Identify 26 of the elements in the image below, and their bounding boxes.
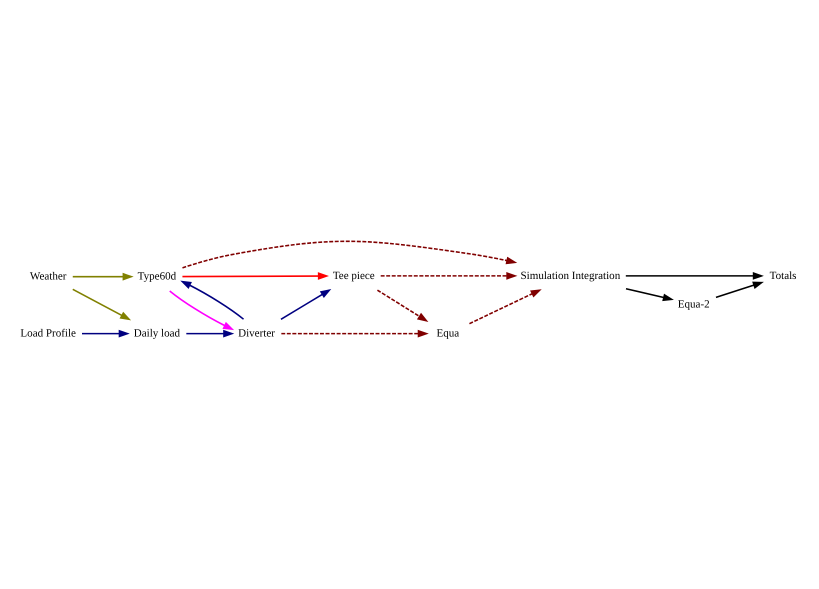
arrow	[626, 272, 764, 280]
arrow	[82, 330, 130, 338]
node-text: Totals	[770, 270, 796, 282]
arrow	[716, 282, 764, 298]
node-text: Equa	[436, 328, 460, 340]
arrow	[281, 330, 429, 338]
node-text: Diverter	[238, 328, 275, 340]
arrow	[72, 288, 132, 320]
arrow	[626, 288, 674, 302]
arrow	[182, 272, 329, 280]
arrow	[280, 288, 332, 320]
arrow	[72, 272, 134, 281]
arrow	[186, 330, 234, 338]
arrow	[380, 272, 518, 280]
arrow	[182, 240, 518, 269]
node-text: Load Profile	[20, 328, 76, 340]
arrow	[180, 280, 244, 320]
node-text: Equa-2	[678, 298, 710, 310]
node-text: Type60d	[138, 270, 176, 283]
node-text: Simulation Integration	[520, 270, 620, 282]
node-text: Tee piece	[332, 270, 375, 282]
arrow	[169, 290, 234, 330]
arrow	[469, 289, 542, 324]
node-text: Daily load	[134, 328, 180, 340]
arrow	[377, 289, 428, 322]
node-text: Weather	[30, 270, 66, 283]
